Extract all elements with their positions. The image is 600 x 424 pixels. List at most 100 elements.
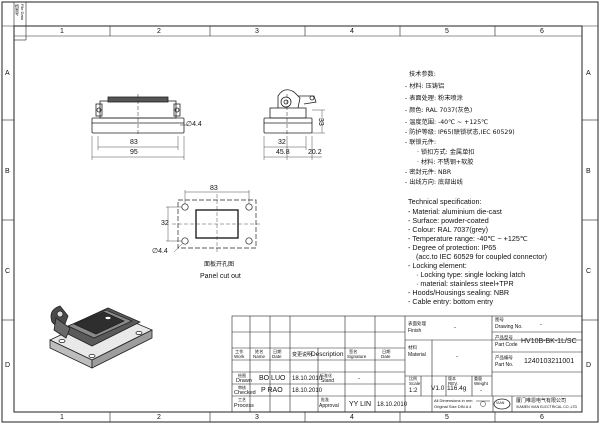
frame-ticks: [2, 26, 598, 422]
tb-scale-en: Scale: [409, 381, 421, 386]
tb-finish-val: -: [454, 325, 456, 331]
frame-right-a: A: [586, 70, 591, 77]
tb-logo-text: VIAN: [496, 401, 505, 405]
frame-top-1: 1: [60, 28, 64, 35]
tb-weight-val: 116.4g: [447, 385, 467, 392]
tb-standard-cn: 标准化: [320, 373, 332, 378]
tech-en-line: - Cable entry: bottom entry: [408, 297, 494, 306]
tb-process-cn: 工艺: [238, 397, 246, 402]
tech-en-line: - Colour: RAL 7037(grey): [408, 225, 489, 234]
tb-approval-date: 18.10.2010: [377, 402, 408, 408]
tech-en-line: - Surface: powder-coated: [408, 216, 489, 225]
tech-cn-line: - 材料: 压铸铝: [405, 83, 445, 90]
dim-side-33: 33: [317, 118, 324, 126]
tb-material-val: -: [456, 354, 458, 360]
tb-checked-name: P RAO: [261, 387, 283, 394]
dim-side-32: 32: [278, 139, 286, 146]
tb-drawn-date: 18.10.2010: [292, 376, 323, 382]
tb-change-cn: 变更说明: [292, 352, 313, 358]
corner-tag-en: File Data: [20, 4, 25, 21]
frame-left-b: B: [5, 168, 10, 175]
frame-right-c: C: [586, 268, 592, 275]
tech-cn-line: · 材料: 不锈钢+软胶: [417, 159, 474, 166]
tb-approval-cn: 批准: [321, 397, 329, 402]
tech-en-line: (acc.to IEC 60529 for coupled connector): [416, 252, 548, 261]
tb-company-en: XIAMEN VIAN ELECTRICAL CO.,LTD: [516, 405, 578, 409]
tb-standard-en: Stand: [321, 378, 335, 384]
frame-right-d: D: [586, 362, 592, 369]
tb-weight-cn: 重量: [474, 376, 482, 381]
tb-process-en: Process: [234, 403, 254, 409]
tb-drawn-name: BO LUO: [259, 375, 286, 382]
tb-date-cn: 日期: [273, 349, 282, 354]
tb-approval-name: YY LIN: [349, 401, 372, 408]
tb-drawingno-en: Drawing No.: [495, 324, 523, 330]
tech-en-line: - Temperature range: -40℃ ~ +125℃: [408, 234, 528, 243]
tech-cn-line: - 联锁元件:: [405, 139, 437, 146]
panel-cutout-view: [166, 190, 262, 254]
dim-cutout-hole: ∅4.4: [152, 248, 168, 255]
tech-en-line: - Material: aluminium die-cast: [408, 207, 502, 216]
frame-bottom-2: 2: [157, 414, 161, 421]
tb-date2-en: Date: [381, 354, 391, 359]
tech-cn-line: · 锁扣方式: 金属单扣: [417, 149, 475, 156]
tech-cn-line: - 表面处理: 粉末喷涂: [405, 95, 463, 102]
tb-work-cn: 工作: [235, 349, 244, 354]
panel-cutout-label-en: Panel cut out: [200, 273, 241, 280]
tb-work-en: Work: [234, 354, 245, 359]
frame-left-c: C: [5, 268, 11, 275]
tb-rev-cn: 版本: [448, 376, 456, 381]
tb-drawingno-cn: 图号: [495, 317, 504, 322]
tb-scale-val: 1:2: [409, 388, 418, 394]
tb-checked-date: 18.10.2010: [292, 388, 323, 394]
tb-rev-en: REV.: [448, 381, 459, 386]
tb-name-en: Name: [253, 354, 266, 359]
dim-front-hole: ∅4.4: [186, 121, 202, 128]
tech-cn-line: - 出线方向: 底部出线: [405, 179, 463, 186]
tech-en-line: - Locking element:: [408, 261, 467, 270]
tb-date-en: Date: [272, 354, 282, 359]
tb-name-cn: 姓名: [255, 349, 264, 354]
front-view: [91, 94, 188, 160]
frame-bottom-5: 5: [445, 414, 449, 421]
tb-finish-en: Finish: [408, 328, 422, 334]
dim-front-83: 83: [130, 139, 138, 146]
frame-bottom-4: 4: [350, 414, 354, 421]
frame-bottom-3: 3: [255, 414, 259, 421]
tech-cn-line: - 密封元件: NBR: [405, 169, 452, 176]
tb-partcode-val: HV10B-BK-1L/SC: [521, 338, 577, 345]
frame-top-5: 5: [445, 28, 449, 35]
dim-side-45: 45.8: [276, 149, 290, 156]
tb-partcode-cn: 产品型号: [495, 335, 513, 340]
tb-partno-cn: 产品编号: [495, 355, 513, 360]
frame-top-3: 3: [255, 28, 259, 35]
tb-change-en: Description: [311, 351, 344, 358]
title-block-grid: [231, 315, 583, 413]
tb-units-line2: Original Size DIN A 4: [434, 404, 472, 409]
dim-cutout-83: 83: [210, 185, 218, 192]
frame-top-2: 2: [157, 28, 161, 35]
tb-units-line1: All Dimensions in mm: [434, 398, 473, 403]
frame-left-d: D: [5, 362, 11, 369]
dim-cutout-32: 32: [161, 220, 169, 227]
tb-material-cn: 材料: [408, 345, 417, 350]
frame-bottom-1: 1: [60, 414, 64, 421]
tech-en-line: - Hoods/Housings sealing: NBR: [408, 288, 510, 297]
tb-material-en: Material: [408, 352, 426, 358]
tb-checked-cn: 审核: [238, 385, 246, 390]
frame-top-4: 4: [350, 28, 354, 35]
tech-cn-line: - 防护等级: IP65(联锁状态,IEC 60529): [405, 129, 515, 136]
tb-date2-cn: 日期: [382, 349, 391, 354]
tb-drawingno-val: -: [540, 322, 542, 328]
tb-sign-en: Signature: [347, 354, 367, 359]
tech-en-heading: Technical specification:: [408, 197, 482, 206]
tb-checked-en: Checked: [234, 390, 256, 396]
tech-en-line: · material: stainless steel+TPR: [416, 279, 514, 288]
frame-right-b: B: [586, 168, 591, 175]
tech-en-line: - Degree of protection: IP65: [408, 243, 497, 252]
frame-bottom-6: 6: [540, 414, 544, 421]
tb-drawn-cn: 绘图: [238, 373, 246, 378]
tb-drawn-en: Drawn: [236, 378, 252, 384]
